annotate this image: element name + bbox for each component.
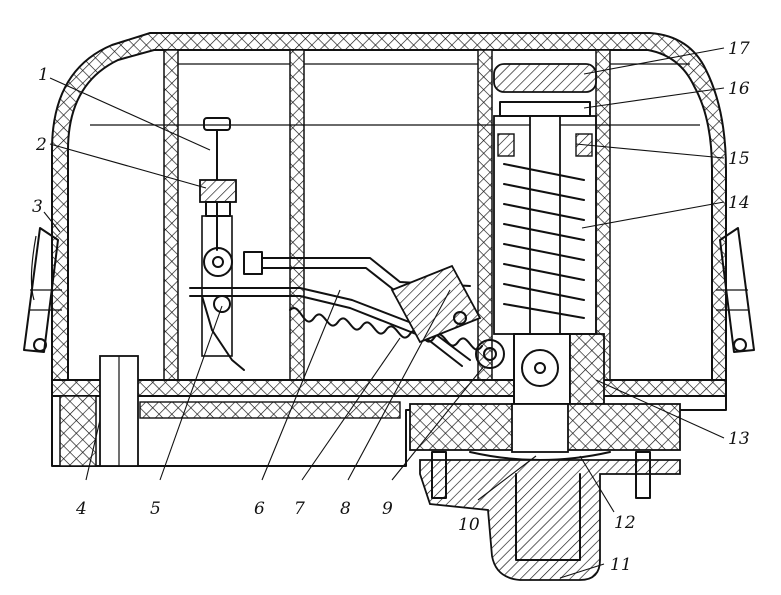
pressing-block	[390, 264, 482, 344]
callout-10: 10	[458, 515, 480, 535]
callout-7: 7	[294, 499, 305, 519]
callout-5: 5	[150, 499, 161, 519]
callout-9: 9	[382, 499, 393, 519]
callout-2: 2	[35, 135, 47, 155]
callout-13: 13	[728, 429, 750, 449]
tension-spring	[289, 307, 483, 351]
latch-left	[23, 227, 62, 353]
latch-right	[716, 227, 755, 353]
adjusting-screw	[199, 117, 237, 357]
callout-6: 6	[254, 499, 265, 519]
callout-1: 1	[38, 65, 49, 85]
base-plate	[51, 355, 727, 467]
callout-11: 11	[610, 555, 632, 575]
leader-lines	[43, 47, 725, 579]
callout-8: 8	[340, 499, 351, 519]
housing-cover	[51, 32, 727, 396]
callout-16: 16	[728, 79, 750, 99]
callout-15: 15	[728, 149, 750, 169]
callout-14: 14	[728, 193, 750, 213]
callout-labels: 1 2 3 4 5 6 7 8 9 10 11 12 13 14 15 16 1…	[32, 39, 750, 575]
callout-17: 17	[728, 39, 750, 59]
spring-column	[493, 63, 597, 335]
callout-3: 3	[32, 197, 43, 217]
valve-assembly	[409, 333, 681, 581]
callout-4: 4	[75, 499, 87, 519]
roller	[475, 339, 505, 369]
callout-12: 12	[614, 513, 636, 533]
